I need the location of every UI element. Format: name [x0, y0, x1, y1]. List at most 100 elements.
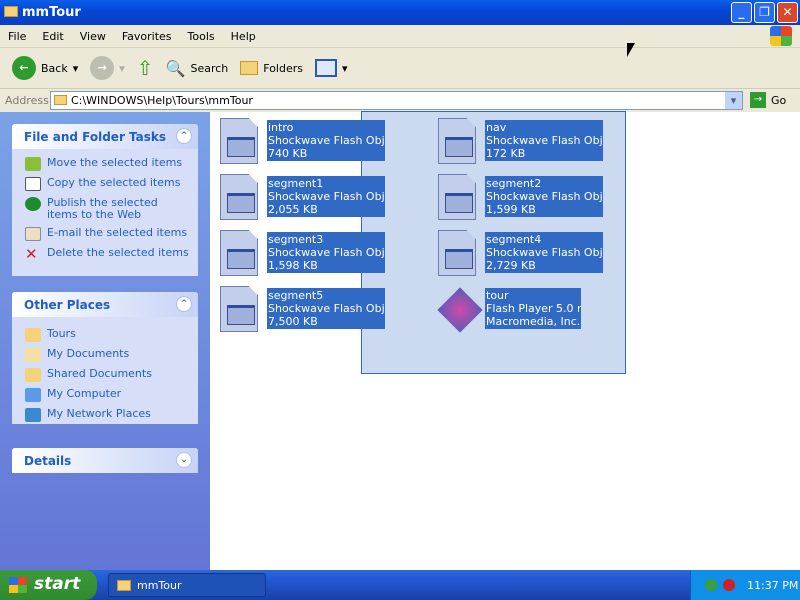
- mouse-cursor-icon: [627, 43, 635, 57]
- up-button[interactable]: ⇧: [133, 56, 158, 80]
- search-button[interactable]: 🔍Search: [162, 59, 233, 78]
- panel-header[interactable]: Other Places⌃: [12, 292, 198, 317]
- collapse-icon[interactable]: ⌃: [176, 128, 192, 144]
- security-alert-icon[interactable]: [723, 579, 735, 591]
- title-bar[interactable]: mmTour _ ❐ ✕: [0, 0, 800, 25]
- address-value: C:\WINDOWS\Help\Tours\mmTour: [71, 94, 253, 107]
- address-dropdown-button[interactable]: ▾: [725, 92, 742, 109]
- file-name: tour: [486, 289, 509, 302]
- file-size: 1,599 KB: [486, 203, 536, 216]
- flash-file-icon: [220, 230, 258, 276]
- forward-button[interactable]: →▾: [86, 56, 129, 80]
- file-type: Shockwave Flash Object: [486, 190, 603, 203]
- place-tours[interactable]: Tours: [12, 325, 198, 345]
- chevron-down-icon[interactable]: ▾: [119, 61, 125, 75]
- taskbar-button-mmtour[interactable]: mmTour: [108, 573, 266, 597]
- flash-file-icon: [220, 118, 258, 164]
- system-tray: 11:37 PM: [690, 570, 800, 600]
- place-my-network-places[interactable]: My Network Places: [12, 405, 198, 425]
- place-label: Tours: [47, 327, 76, 340]
- place-label: My Documents: [47, 347, 130, 360]
- panel-title: File and Folder Tasks: [24, 130, 167, 144]
- folder-icon: [25, 368, 41, 382]
- go-label: Go: [771, 93, 787, 107]
- address-label: Address: [5, 94, 49, 107]
- task-pane: File and Folder Tasks ⌃ Move the selected…: [0, 112, 210, 570]
- folders-button[interactable]: Folders: [236, 61, 307, 75]
- place-my-computer[interactable]: My Computer: [12, 385, 198, 405]
- place-shared-documents[interactable]: Shared Documents: [12, 365, 198, 385]
- panel-header[interactable]: File and Folder Tasks ⌃: [12, 124, 198, 149]
- back-button[interactable]: ←Back▾: [8, 56, 82, 80]
- file-name: segment2: [486, 177, 542, 190]
- menu-favorites[interactable]: Favorites: [121, 29, 172, 43]
- flash-file-icon: [438, 230, 476, 276]
- task-label: Publish the selected items to the Web: [47, 196, 158, 221]
- search-label: Search: [190, 61, 229, 75]
- file-size: 740 KB: [268, 147, 308, 160]
- file-folder-tasks-panel: File and Folder Tasks ⌃ Move the selected…: [12, 124, 198, 276]
- file-name: segment1: [268, 177, 324, 190]
- task-delete[interactable]: ✕Delete the selected items: [12, 244, 198, 264]
- place-my-documents[interactable]: My Documents: [12, 345, 198, 365]
- move-icon: [25, 157, 41, 171]
- collapse-icon[interactable]: ⌃: [176, 296, 192, 312]
- task-label: E-mail the selected items: [47, 226, 188, 239]
- taskbar: start mmTour 11:37 PM: [0, 570, 800, 600]
- forward-arrow-icon: →: [90, 56, 115, 80]
- file-size: 1,598 KB: [268, 259, 318, 272]
- menu-view[interactable]: View: [79, 29, 106, 43]
- menu-help[interactable]: Help: [230, 29, 256, 43]
- close-button[interactable]: ✕: [777, 2, 798, 23]
- back-label: Back: [41, 61, 68, 75]
- file-type: Shockwave Flash Object: [268, 134, 385, 147]
- file-name: segment4: [486, 233, 542, 246]
- views-icon: [315, 59, 337, 77]
- folder-icon: [54, 95, 67, 105]
- menu-file[interactable]: File: [8, 29, 27, 43]
- file-name: segment5: [268, 289, 324, 302]
- panel-header[interactable]: Details⌄: [12, 448, 198, 473]
- network-tray-icon[interactable]: [705, 579, 717, 591]
- file-size: 7,500 KB: [268, 315, 318, 328]
- place-label: My Computer: [47, 387, 122, 400]
- go-button[interactable]: →Go: [750, 92, 786, 108]
- file-type: Flash Player 5.0 r30: [486, 302, 581, 315]
- expand-icon[interactable]: ⌄: [176, 452, 192, 468]
- minimize-button[interactable]: _: [731, 2, 752, 23]
- start-button[interactable]: start: [0, 570, 97, 600]
- task-label: Copy the selected items: [47, 176, 181, 189]
- task-copy[interactable]: Copy the selected items: [12, 174, 198, 194]
- address-input[interactable]: C:\WINDOWS\Help\Tours\mmTour ▾: [50, 91, 743, 110]
- windows-flag-icon: [9, 577, 27, 593]
- task-email[interactable]: E-mail the selected items: [12, 224, 198, 244]
- file-type: Shockwave Flash Object: [268, 302, 385, 315]
- flash-file-icon: [438, 118, 476, 164]
- folders-label: Folders: [263, 61, 303, 75]
- menu-tools[interactable]: Tools: [187, 29, 215, 43]
- task-label: Move the selected items: [47, 156, 183, 169]
- window-title: mmTour: [22, 5, 81, 20]
- task-move[interactable]: Move the selected items: [12, 154, 198, 174]
- maximize-button[interactable]: ❐: [754, 2, 775, 23]
- task-label: mmTour: [137, 579, 182, 592]
- file-type: Shockwave Flash Object: [486, 246, 603, 259]
- menu-edit[interactable]: Edit: [42, 29, 64, 43]
- task-publish[interactable]: Publish the selected items to the Web: [12, 194, 198, 224]
- folder-icon: [4, 6, 18, 17]
- file-name: nav: [486, 121, 507, 134]
- chevron-down-icon[interactable]: ▾: [72, 61, 79, 75]
- views-button[interactable]: ▾: [311, 59, 352, 77]
- task-label: Delete the selected items: [47, 246, 189, 259]
